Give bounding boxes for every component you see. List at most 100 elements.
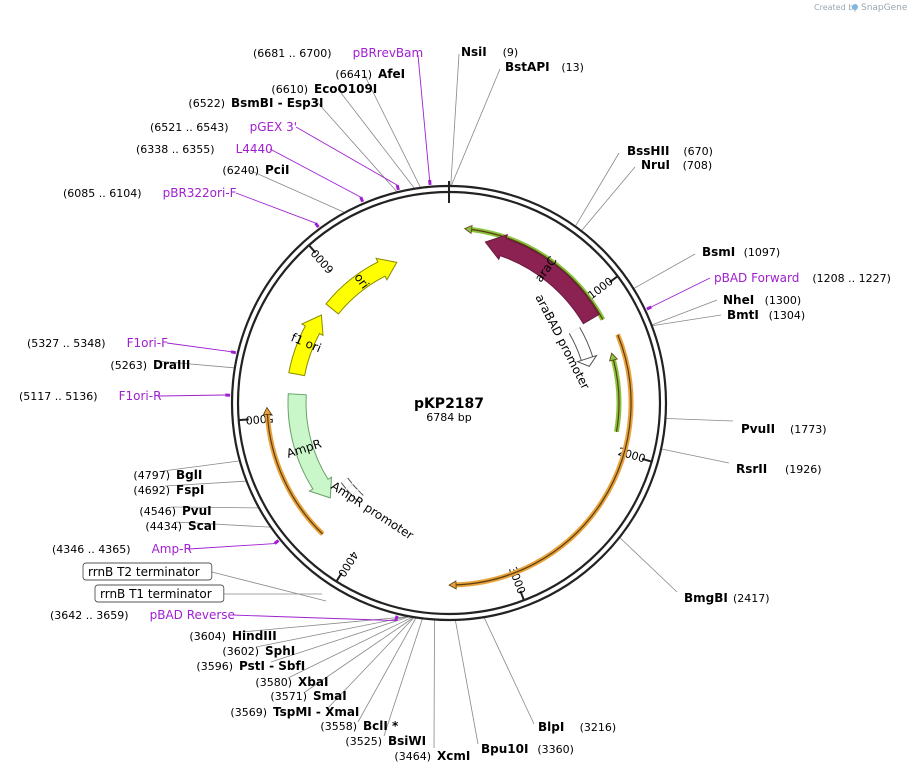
terminator-box xyxy=(94,584,225,603)
enzyme-leader-line xyxy=(383,619,423,737)
primer-range: (6085 .. 6104) xyxy=(63,187,142,200)
primer-label-pgex-3: (6521 .. 6543)pGEX 3' xyxy=(150,120,297,134)
enzyme-leader-line xyxy=(575,152,620,226)
enzyme-leader-line xyxy=(317,102,397,192)
enzyme-name: BlpI xyxy=(538,720,564,734)
ruler-tick xyxy=(641,457,652,463)
green-arc-top-head xyxy=(463,224,473,235)
ruler-tick xyxy=(609,275,619,284)
enzyme-name: PciI xyxy=(265,163,290,177)
primer-marks xyxy=(225,179,653,621)
primer-range: (3642 .. 3659) xyxy=(50,609,129,622)
enzyme-leader-line xyxy=(363,73,421,188)
primer-name: pBR322ori-F xyxy=(163,186,237,200)
enzyme-label-nhei: NheI(1300) xyxy=(723,293,801,307)
enzyme-name: SmaI xyxy=(313,689,347,703)
enzyme-leader-line xyxy=(619,537,678,593)
enzyme-label-psti-sbfi: PstI - SbfI(3596) xyxy=(196,659,305,673)
enzyme-labels: NsiI(9)BstAPI(13)BssHII(670)NruI(708)Bsm… xyxy=(110,45,826,763)
enzyme-name: BmtI xyxy=(727,308,759,322)
enzyme-name: XbaI xyxy=(298,675,328,689)
enzyme-leader-line xyxy=(652,314,722,326)
enzyme-position: (4797) xyxy=(133,469,170,482)
enzyme-leader-line xyxy=(304,617,414,693)
enzyme-name: BmgBI xyxy=(684,591,728,605)
ruler-tick xyxy=(308,244,317,254)
feature-ampr-promoter-label: AmpR promoter xyxy=(328,479,416,543)
primer-leader-line xyxy=(295,126,398,186)
enzyme-label-hindiii: HindIII(3604) xyxy=(189,629,276,643)
enzyme-position: (6610) xyxy=(271,83,308,96)
enzyme-position: (4434) xyxy=(145,520,182,533)
enzyme-name: XcmI xyxy=(437,749,470,763)
enzyme-label-bmgbi: BmgBI(2417) xyxy=(684,591,770,605)
enzyme-label-pvui: PvuI(4546) xyxy=(139,504,211,518)
enzyme-position: (3604) xyxy=(189,630,226,643)
terminator-box xyxy=(82,562,213,581)
enzyme-position: (1773) xyxy=(790,423,827,436)
primer-name: F1ori-R xyxy=(119,389,162,403)
enzyme-position: (4546) xyxy=(139,505,176,518)
enzyme-position: (3602) xyxy=(222,645,259,658)
enzyme-label-scai: ScaI (4434) xyxy=(145,519,216,533)
feature-ampr-arrow xyxy=(287,393,333,499)
enzyme-label-smai: SmaI(3571) xyxy=(270,689,346,703)
feature-ori-arrow xyxy=(325,257,398,315)
enzyme-position: (1300) xyxy=(765,294,802,307)
primer-range: (5327 .. 5348) xyxy=(27,337,106,350)
enzyme-position: (670) xyxy=(683,145,713,158)
primer-mark-pgex-3 xyxy=(395,184,400,191)
primer-range: (6681 .. 6700) xyxy=(253,47,332,60)
enzyme-name: ScaI xyxy=(188,519,216,533)
enzyme-leader-line xyxy=(164,480,246,487)
enzyme-label-fspi: FspI(4692) xyxy=(133,483,204,497)
enzyme-leader-line xyxy=(451,68,501,186)
enzyme-label-nrui: NruI(708) xyxy=(641,158,712,172)
enzyme-position: (1097) xyxy=(744,246,781,259)
enzyme-label-draiii: DraIII(5263) xyxy=(110,358,190,372)
enzyme-name: AfeI xyxy=(378,67,405,81)
green-arc-right-core xyxy=(612,359,620,432)
enzyme-label-bsmbi-esp3i: BsmBI - Esp3I(6522) xyxy=(188,96,323,110)
green-arc-top-core xyxy=(471,228,604,320)
primer-mark-amp-r xyxy=(273,539,280,545)
terminator-rrnb-t2-terminator: rrnB T2 terminator xyxy=(82,562,213,581)
enzyme-name: SphI xyxy=(265,644,295,658)
primer-leader-line xyxy=(166,342,232,353)
terminator-name: rrnB T2 terminator xyxy=(88,565,200,579)
terminator-leader-line xyxy=(211,571,327,602)
enzyme-name: TspMI - XmaI xyxy=(273,705,359,719)
enzyme-leader-line xyxy=(634,253,696,289)
enzyme-leader-line xyxy=(337,88,415,189)
primer-leader-line xyxy=(158,394,226,397)
enzyme-position: (6240) xyxy=(222,164,259,177)
feature-arac-arrow xyxy=(484,234,600,325)
primer-mark-l4440 xyxy=(359,196,365,203)
primer-name: pBRrevBam xyxy=(353,46,424,60)
highlight-arcs xyxy=(262,224,634,590)
plasmid-name: pKP2187 xyxy=(414,396,484,412)
enzyme-name: DraIII xyxy=(153,358,190,372)
enzyme-position: (1926) xyxy=(785,463,822,476)
primer-label-f1ori-f: (5327 .. 5348) F1ori-F xyxy=(27,336,168,350)
orange-arc-main xyxy=(456,333,634,588)
primer-range: (1208 .. 1227) xyxy=(812,272,891,285)
primer-name: F1ori-F xyxy=(127,336,168,350)
enzyme-position: (708) xyxy=(683,159,713,172)
primer-leader-line xyxy=(417,54,431,180)
leader-lines xyxy=(155,53,734,749)
ruler-label: 6000 xyxy=(308,246,336,276)
enzyme-leader-line xyxy=(248,169,344,213)
enzyme-leader-line xyxy=(175,521,270,528)
enzyme-label-bpu10i: Bpu10I(3360) xyxy=(481,742,574,756)
primer-range: (6338 .. 6355) xyxy=(136,143,215,156)
enzyme-leader-line xyxy=(581,166,636,231)
primer-mark-pbr322ori-f xyxy=(314,222,320,229)
enzyme-name: FspI xyxy=(176,483,204,497)
primer-name: pBAD Reverse xyxy=(150,608,235,622)
enzyme-position: (3360) xyxy=(537,743,574,756)
feature-ampr-promoter-segment xyxy=(352,490,363,501)
primer-leader-line xyxy=(188,543,275,550)
enzyme-name: BclI * xyxy=(363,719,399,733)
